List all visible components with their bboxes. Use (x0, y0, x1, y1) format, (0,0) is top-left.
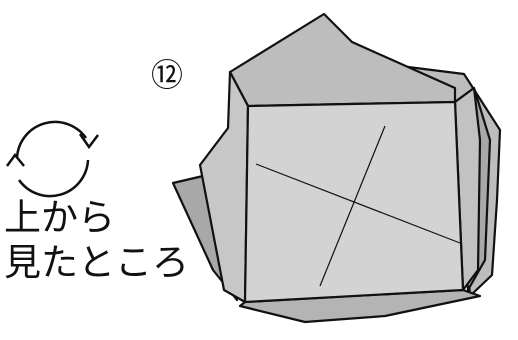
left-flap (200, 72, 248, 302)
top-flap (230, 14, 455, 106)
